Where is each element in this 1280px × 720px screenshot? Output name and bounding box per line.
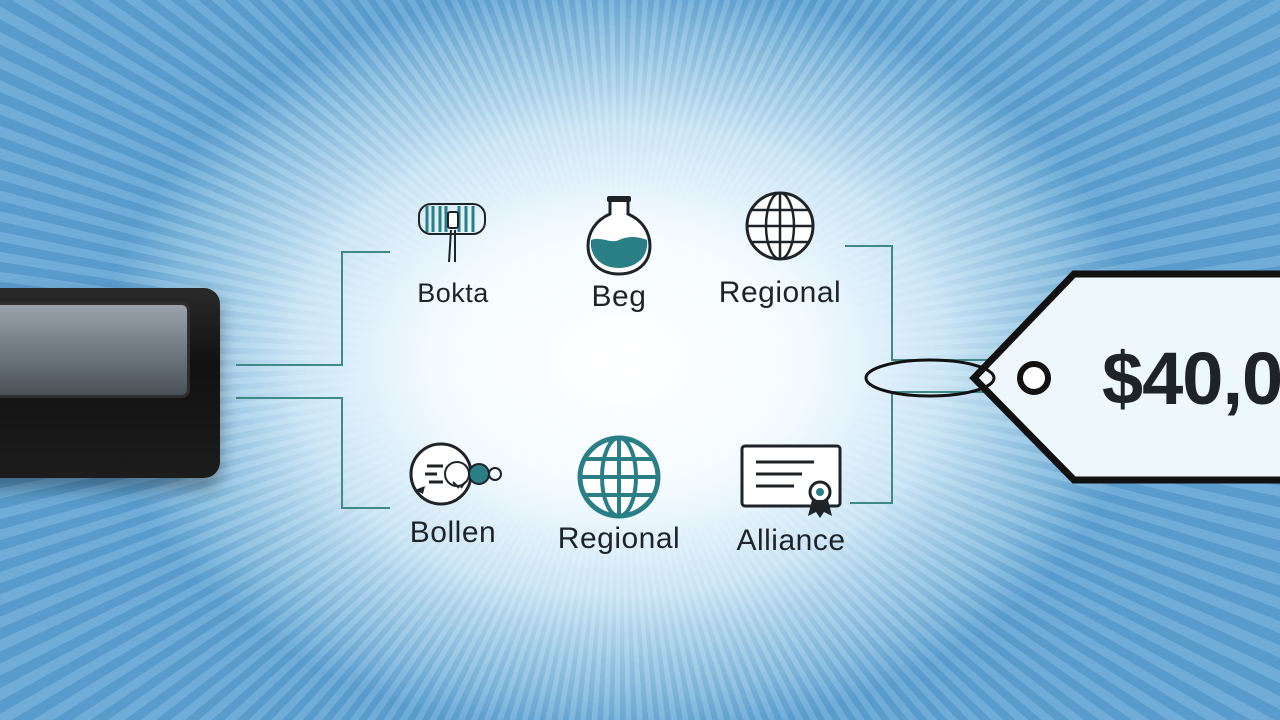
node-top-3: Regional <box>695 188 865 310</box>
price-tag <box>960 266 1280 499</box>
node-bottom-3: Alliance <box>706 440 876 558</box>
price-text: $40,0 <box>1102 337 1280 420</box>
node-top-2: Beg <box>534 192 704 314</box>
node-label: Beg <box>591 280 647 313</box>
node-top-1: Bokta <box>368 196 538 309</box>
chat-circle-icon <box>409 442 502 506</box>
globe-icon <box>745 191 815 261</box>
certificate-icon <box>740 444 842 518</box>
device-box <box>0 288 220 478</box>
flask-icon <box>586 196 652 276</box>
node-label: Alliance <box>736 524 846 557</box>
node-bottom-1: Bollen <box>368 438 538 550</box>
node-label: Bokta <box>417 278 489 308</box>
node-bottom-2: Regional <box>534 434 704 556</box>
node-label: Regional <box>557 522 681 555</box>
node-label: Regional <box>718 276 842 309</box>
barcode-icon <box>418 203 486 263</box>
price-tag-shape <box>969 270 1280 484</box>
node-label: Bollen <box>409 516 497 549</box>
device-screen <box>0 302 190 398</box>
globe-icon <box>577 435 661 519</box>
